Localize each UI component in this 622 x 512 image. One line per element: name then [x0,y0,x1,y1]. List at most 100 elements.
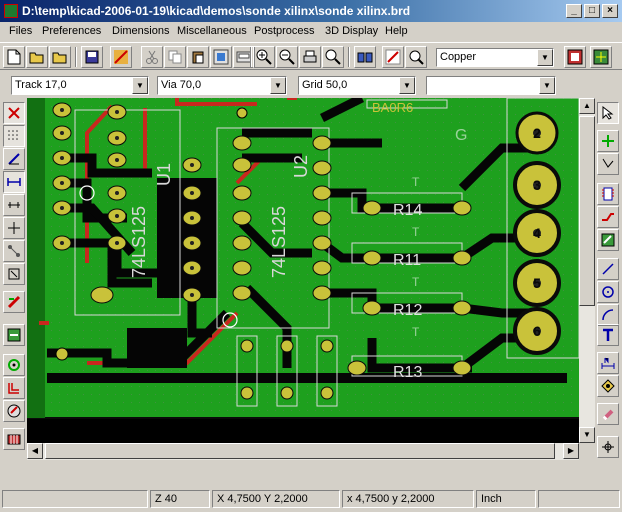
title-bar[interactable]: D:\temp\kicad-2006-01-19\kicad\demos\son… [0,0,622,22]
redo-icon[interactable] [233,46,255,68]
status-message [2,490,148,508]
cursor-shape-icon[interactable] [3,217,25,239]
polar-coords-icon[interactable] [3,148,25,170]
add-target-icon[interactable] [597,375,619,397]
minimize-button[interactable]: _ [566,4,582,18]
new-board-icon[interactable] [3,46,25,68]
menu-postprocess[interactable]: Postprocess [254,25,315,37]
layers-manager-icon[interactable] [3,428,25,450]
highlight-net-icon[interactable] [597,130,619,152]
track-width-select[interactable]: Track 17,0 ▼ [11,76,149,95]
add-line-icon[interactable] [597,258,619,280]
left-toolbar [0,98,27,460]
zoom-in-icon[interactable] [253,46,275,68]
netlist-icon[interactable] [382,46,404,68]
scroll-right-icon[interactable]: ▶ [563,443,579,459]
tracks-sketch-icon[interactable] [3,377,25,399]
menu-3d-display[interactable]: 3D Display [325,25,379,37]
r14-label: R14 [393,202,422,219]
zoom-fit-icon[interactable] [322,46,344,68]
horizontal-scrollbar[interactable]: ◀ ▶ [27,443,579,460]
add-circle-icon[interactable] [597,281,619,303]
track-width-value: Track 17,0 [15,79,67,91]
vertical-scrollbar[interactable]: ▲ ▼ [579,98,595,443]
grid-origin-icon[interactable] [597,436,619,458]
add-module-icon[interactable] [597,183,619,205]
layer-select-icon[interactable] [590,46,612,68]
undo-icon[interactable] [210,46,232,68]
high-contrast-icon[interactable] [3,400,25,422]
zoom-out-icon[interactable] [276,46,298,68]
right-toolbar [595,98,622,460]
units-text: Inch [481,493,502,505]
open-2-icon[interactable] [49,46,71,68]
close-button[interactable]: × [602,4,618,18]
marker-label: T [412,275,420,289]
drc-icon[interactable] [405,46,427,68]
select-arrow-icon[interactable] [597,102,619,124]
via-highlight [79,185,238,328]
zoom-select[interactable]: ▼ [426,76,556,95]
scroll-down-icon[interactable]: ▼ [579,427,595,443]
autodelete-track-icon[interactable] [3,291,25,313]
horizontal-scroll-thumb[interactable] [45,443,555,459]
menu-dimensions[interactable]: Dimensions [112,25,170,37]
chevron-down-icon[interactable]: ▼ [399,77,415,94]
ratsnest-icon[interactable] [3,240,25,262]
pcb-canvas[interactable]: 74LS125 U1 74LS125 U2 R14 R11 R12 R13 BA… [27,98,579,443]
conn-pin-5: 5 [533,275,541,291]
pcb-drawing: 74LS125 U1 74LS125 U2 R14 R11 R12 R13 BA… [27,98,579,443]
paste-icon[interactable] [187,46,209,68]
print-setup-icon[interactable] [110,46,132,68]
window-title: D:\temp\kicad-2006-01-19\kicad\demos\son… [22,4,411,18]
abs-coords-text: X 4,7500 Y 2,2000 [217,493,308,505]
drc-off-icon[interactable] [3,102,25,124]
conn-pin-2: 2 [533,125,541,141]
units-mm-icon[interactable] [3,194,25,216]
pads-sketch-icon[interactable] [3,354,25,376]
status-bar: Z 40 X 4,7500 Y 2,2000 x 4,7500 y 2,2000… [0,486,622,512]
chevron-down-icon[interactable]: ▼ [270,77,286,94]
grid-size-select[interactable]: Grid 50,0 ▼ [298,76,416,95]
open-icon[interactable] [26,46,48,68]
module-ratsnest-icon[interactable] [3,263,25,285]
copy-icon[interactable] [164,46,186,68]
chevron-down-icon[interactable]: ▼ [132,77,148,94]
status-zoom: Z 40 [150,490,210,508]
local-ratsnest-icon[interactable] [597,153,619,175]
units-inch-icon[interactable] [3,171,25,193]
conn-pin-4: 4 [533,225,541,241]
layer-pair-icon[interactable] [564,46,586,68]
status-rel-coords: x 4,7500 y 2,2000 [342,490,474,508]
add-zone-icon[interactable] [597,229,619,251]
cut-icon[interactable] [141,46,163,68]
layer-select-value: Copper [440,51,477,63]
vertical-scroll-thumb[interactable] [579,116,595,306]
grid-toggle-icon[interactable] [3,125,25,147]
u1-ref-text: U1 [154,163,174,186]
add-dimension-icon[interactable] [597,352,619,374]
menu-preferences[interactable]: Preferences [42,25,102,37]
menu-files[interactable]: Files [9,25,33,37]
main-toolbar: Copper ▼ [0,42,622,70]
layer-select[interactable]: Copper ▼ [436,48,554,67]
delete-icon[interactable] [597,403,619,425]
add-tracks-icon[interactable] [597,206,619,228]
chevron-down-icon[interactable]: ▼ [537,49,553,66]
u1-value-text: 74LS125 [129,206,149,278]
maximize-button[interactable]: □ [584,4,600,18]
scroll-up-icon[interactable]: ▲ [579,98,595,114]
add-arc-icon[interactable] [597,304,619,326]
menu-miscellaneous[interactable]: Miscellaneous [177,25,247,37]
zones-display-icon[interactable] [3,324,25,346]
app-icon[interactable] [4,4,18,18]
find-icon[interactable] [354,46,376,68]
menu-help[interactable]: Help [385,25,408,37]
save-icon[interactable] [81,46,103,68]
via-size-select[interactable]: Via 70,0 ▼ [157,76,287,95]
print-icon[interactable] [299,46,321,68]
grid-size-value: Grid 50,0 [302,79,348,91]
chevron-down-icon[interactable]: ▼ [539,77,555,94]
add-text-icon[interactable] [597,324,619,346]
scroll-left-icon[interactable]: ◀ [27,443,43,459]
